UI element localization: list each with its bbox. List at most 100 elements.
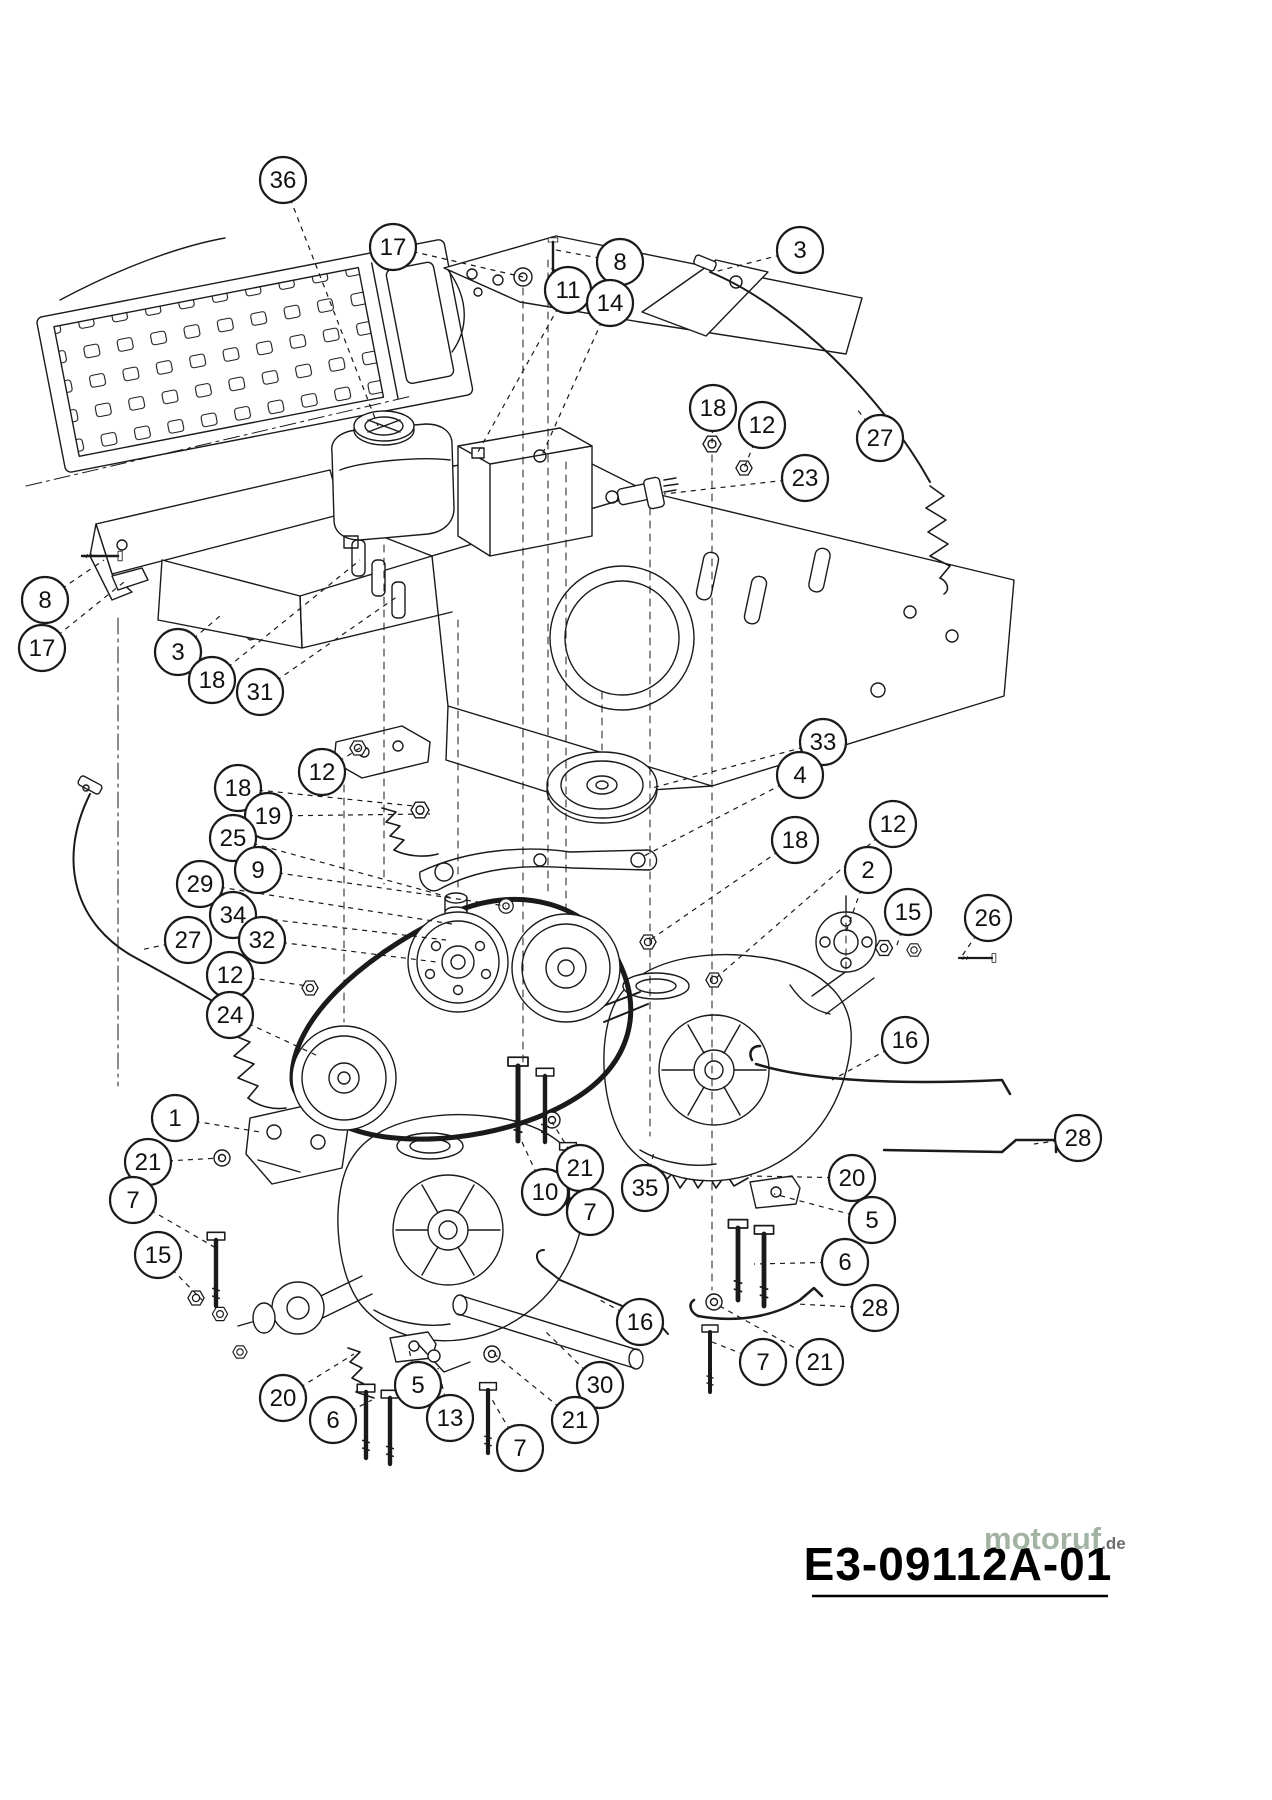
- callout-8: 8: [595, 237, 645, 287]
- leader-line-27: [855, 407, 881, 439]
- callout-1: 1: [150, 1093, 200, 1143]
- svg-text:6: 6: [838, 1249, 851, 1276]
- callout-7: 7: [738, 1337, 788, 1387]
- engine-pulley: [546, 751, 658, 824]
- idler-pulley: [511, 913, 621, 1023]
- callout-9: 9: [233, 845, 283, 895]
- callout-18: 18: [688, 383, 738, 433]
- svg-text:34: 34: [220, 902, 247, 929]
- callout-12: 12: [737, 400, 787, 450]
- callout-16: 16: [615, 1297, 665, 1347]
- throttle-cable-right: [693, 254, 931, 483]
- callout-10: 10: [520, 1167, 570, 1217]
- callout-14: 14: [585, 278, 635, 328]
- reference-lines: [25, 259, 847, 1291]
- svg-text:28: 28: [862, 1295, 889, 1322]
- callout-4: 4: [775, 750, 825, 800]
- seat-pan: [36, 237, 474, 473]
- svg-text:5: 5: [411, 1372, 424, 1399]
- svg-text:7: 7: [583, 1199, 596, 1226]
- watermark-brand: motoruf: [984, 1521, 1102, 1556]
- svg-text:5: 5: [865, 1207, 878, 1234]
- svg-text:15: 15: [145, 1242, 172, 1269]
- fuel-tank: [331, 410, 455, 549]
- callout-12: 12: [297, 747, 347, 797]
- svg-text:4: 4: [793, 762, 806, 789]
- svg-text:19: 19: [255, 803, 282, 830]
- callout-3: 3: [153, 627, 203, 677]
- leader-line-36: [282, 179, 379, 427]
- svg-text:2: 2: [861, 857, 874, 884]
- idler-arm: [419, 848, 658, 892]
- svg-text:29: 29: [187, 871, 214, 898]
- svg-text:7: 7: [756, 1349, 769, 1376]
- callout-6: 6: [820, 1237, 870, 1287]
- callout-2: 2: [843, 845, 893, 895]
- variator-pulley-stack: [407, 911, 509, 1013]
- callout-6: 6: [308, 1395, 358, 1445]
- callout-3: 3: [775, 225, 825, 275]
- leader-line-14: [541, 302, 611, 456]
- leader-line-17: [41, 581, 125, 649]
- leader-line-9: [257, 869, 507, 907]
- callout-20: 20: [827, 1153, 877, 1203]
- svg-text:26: 26: [975, 905, 1002, 932]
- svg-text:8: 8: [38, 587, 51, 614]
- svg-text:18: 18: [199, 667, 226, 694]
- callout-18: 18: [213, 763, 263, 813]
- callout-30: 30: [575, 1360, 625, 1410]
- callout-26: 26: [963, 893, 1013, 943]
- svg-text:17: 17: [29, 635, 56, 662]
- diagram-code: E3-09112A-01: [804, 1538, 1113, 1590]
- callout-13: 13: [425, 1393, 475, 1443]
- mount-bracket-top: [333, 725, 431, 779]
- clutch-cable-left: [72, 775, 227, 1011]
- callout-7: 7: [108, 1175, 158, 1225]
- leader-line-18: [649, 839, 796, 941]
- leader-line-24: [229, 1014, 319, 1057]
- leader-line-27: [139, 939, 189, 951]
- callout-18: 18: [770, 815, 820, 865]
- callout-27: 27: [163, 915, 213, 965]
- svg-text:15: 15: [895, 899, 922, 926]
- leader-line-25: [232, 837, 453, 899]
- callout-29: 29: [175, 859, 225, 909]
- svg-text:11: 11: [556, 277, 581, 304]
- leader-line-18: [211, 559, 361, 681]
- callout-21: 21: [795, 1337, 845, 1387]
- svg-text:12: 12: [217, 962, 244, 989]
- svg-text:28: 28: [1065, 1125, 1092, 1152]
- brake-bracket-right: [749, 1175, 801, 1209]
- svg-text:24: 24: [217, 1002, 244, 1029]
- callout-12: 12: [205, 950, 255, 1000]
- svg-text:21: 21: [562, 1407, 589, 1434]
- callout-11: 11: [543, 265, 593, 315]
- callout-5: 5: [847, 1195, 897, 1245]
- svg-text:27: 27: [175, 927, 202, 954]
- svg-text:20: 20: [270, 1385, 297, 1412]
- callout-7: 7: [565, 1187, 615, 1237]
- leader-line-31: [259, 595, 399, 693]
- svg-text:12: 12: [749, 412, 776, 439]
- svg-text:21: 21: [807, 1349, 834, 1376]
- leader-line-20: [749, 1175, 853, 1179]
- callout-28: 28: [1053, 1113, 1103, 1163]
- callout-27: 27: [855, 413, 905, 463]
- svg-text:33: 33: [810, 729, 837, 756]
- callout-21: 21: [555, 1143, 605, 1193]
- svg-text:3: 3: [171, 639, 184, 666]
- callout-7: 7: [495, 1423, 545, 1473]
- callout-15: 15: [883, 887, 933, 937]
- leader-line-18: [711, 407, 714, 445]
- left-axle-hub: [237, 1275, 373, 1335]
- spacer-tubes: [351, 539, 406, 619]
- svg-text:1: 1: [168, 1105, 181, 1132]
- callout-17: 17: [17, 623, 67, 673]
- svg-text:18: 18: [782, 827, 809, 854]
- svg-text:7: 7: [126, 1187, 139, 1214]
- svg-text:36: 36: [270, 167, 297, 194]
- svg-text:9: 9: [251, 857, 264, 884]
- leader-line-35: [644, 1151, 655, 1189]
